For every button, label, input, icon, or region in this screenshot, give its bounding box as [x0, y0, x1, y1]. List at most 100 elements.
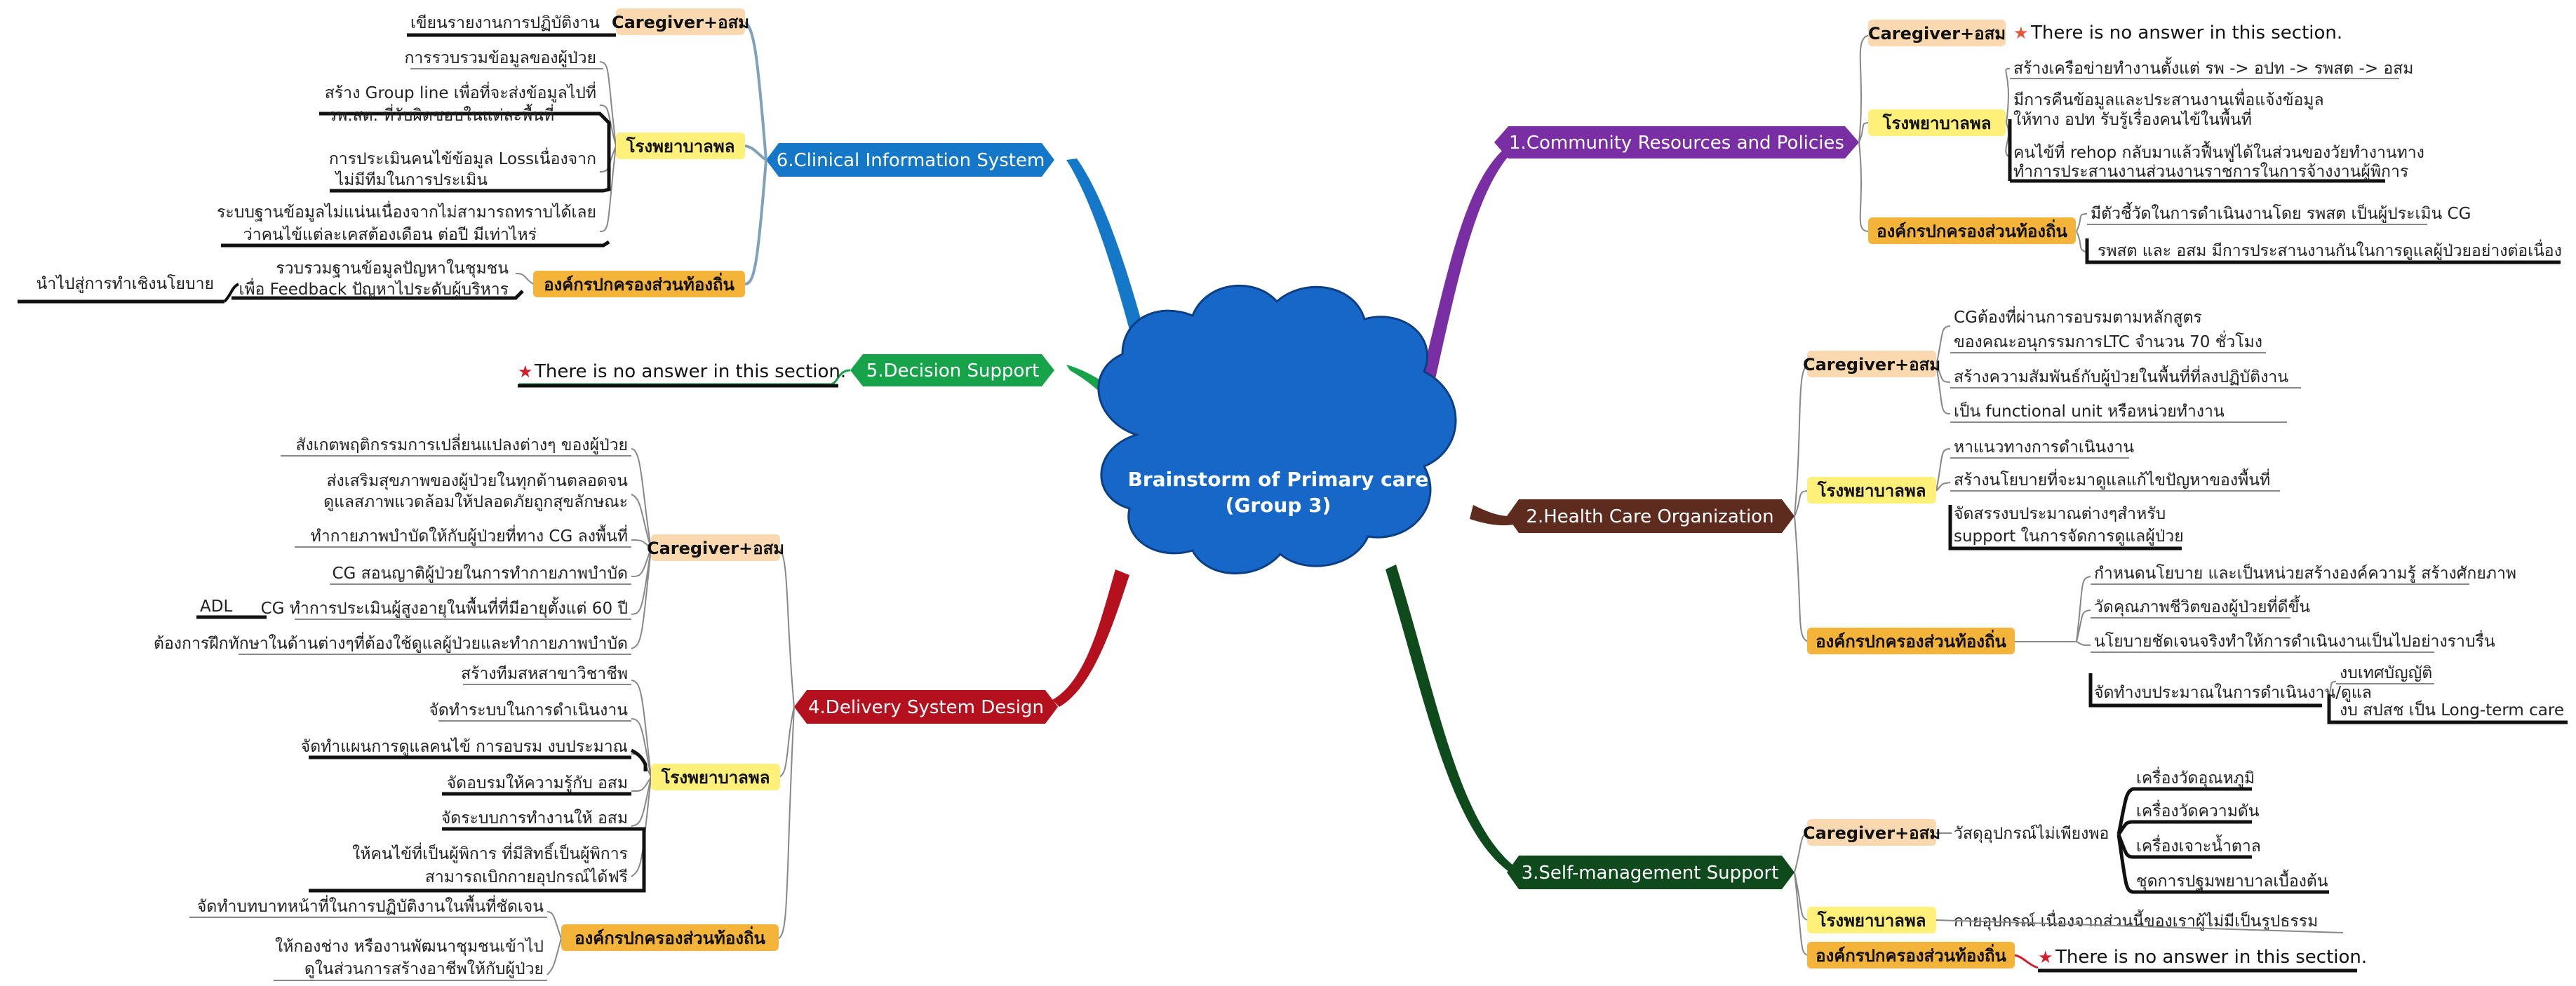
- branch-clinical-label: 6.Clinical Information System: [777, 150, 1045, 171]
- health-org-caregiver-item-1b: ของคณะอนุกรรมการLTC จำนวน 70 ชั่วโมง: [1954, 330, 2262, 351]
- clinical-hospital-item-4a: ระบบฐานข้อมูลไม่แน่นเนื่องจากไม่สามารถทร…: [217, 201, 596, 222]
- health-org-budget-item-1: งบเทศบัญญัติ: [2340, 664, 2432, 682]
- branch-health-org-label: 2.Health Care Organization: [1526, 506, 1773, 527]
- clinical-leaf-links: [515, 61, 617, 285]
- community-local-item-2: รพสต และ อสม มีการประสานงานกันในการดูแลผ…: [2098, 239, 2562, 260]
- clinical-hospital-item-3b: ไม่มีทีมในการประเมิน: [335, 170, 488, 189]
- clinical-caregiver-node[interactable]: Caregiver+อสม: [612, 8, 749, 35]
- self-mgmt-caregiver-label: Caregiver+อสม: [1803, 823, 1940, 843]
- community-caregiver-node[interactable]: Caregiver+อสม: [1868, 20, 2006, 46]
- delivery-caregiver-node[interactable]: Caregiver+อสม: [647, 534, 784, 561]
- center-title-line1: Brainstorm of Primary care: [1128, 468, 1429, 491]
- delivery-local-item-2b: ดูในส่วนการสร้างอาชีพให้กับผู้ป่วย: [304, 959, 544, 978]
- health-org-caregiver-label: Caregiver+อสม: [1803, 355, 1940, 374]
- self-mgmt-equipment-bracket: [2117, 787, 2329, 894]
- clinical-hospital-item-1: การรวบรวมข้อมูลของผู้ป่วย: [404, 49, 596, 67]
- self-mgmt-local-node[interactable]: องค์กรปกครองส่วนท้องถิ่น: [1807, 942, 2015, 968]
- self-mgmt-equipment-4: ชุดการปฐมพยาบาลเบื้องต้น: [2136, 870, 2328, 891]
- community-caregiver-label: Caregiver+อสม: [1868, 24, 2006, 43]
- clinical-local-label: องค์กรปกครองส่วนท้องถิ่น: [544, 272, 734, 295]
- decision-no-answer: There is no answer in this section.: [534, 361, 846, 382]
- delivery-caregiver-item-6: ต้องการฝึกทักษาในด้านต่างๆที่ต้องใช้ดูแล…: [154, 632, 628, 653]
- branch-self-mgmt-label: 3.Self-management Support: [1522, 863, 1779, 884]
- community-hospital-bracket: [2008, 119, 2385, 183]
- center-title-line2: (Group 3): [1226, 494, 1331, 517]
- community-links: [1858, 34, 2088, 253]
- health-org-hospital-node[interactable]: โรงพยาบาลพล: [1807, 477, 1936, 504]
- branch-decision[interactable]: 5.Decision Support: [850, 354, 1054, 386]
- self-mgmt-local-no-answer: There is no answer in this section.: [2055, 947, 2367, 968]
- community-local-label: องค์กรปกครองส่วนท้องถิ่น: [1877, 219, 2067, 241]
- clinical-hospital-item-2b: รพ.สต. ที่รับผิดชอบในแต่ละพื้นที่: [328, 104, 554, 125]
- health-org-local-item-2: วัดคุณภาพชีวิตของผู้ป่วยที่ดีขึ้น: [2094, 595, 2310, 616]
- clinical-local-item-1: รวบรวมฐานข้อมูลปัญหาในชุมชน: [276, 259, 509, 278]
- delivery-hospital-item-1: สร้างทีมสหสาขาวิชาชีพ: [461, 665, 628, 683]
- connector-health-org: [1470, 505, 1522, 526]
- clinical-local-item-2: เพื่อ Feedback ปัญหาไประดับผู้บริหาร: [239, 278, 509, 299]
- delivery-hospital-item-2: จัดทำระบบในการดำเนินงาน: [429, 701, 628, 720]
- delivery-caregiver-item-2a: ส่งเสริมสุขภาพของผู้ป่วยในทุกด้านตลอดจน: [326, 471, 628, 490]
- star-icon: ★: [518, 362, 533, 381]
- branch-community-label: 1.Community Resources and Policies: [1509, 133, 1844, 154]
- health-org-hospital-label: โรงพยาบาลพล: [1817, 480, 1926, 501]
- clinical-hospital-item-2a: สร้าง Group line เพื่อที่จะส่งข้อมูลไปที…: [325, 81, 596, 102]
- star-icon: ★: [2013, 23, 2029, 43]
- branch-decision-label: 5.Decision Support: [866, 360, 1040, 381]
- delivery-caregiver-item-3: ทำกายภาพบำบัดให้กับผู้ป่วยที่ทาง CG ลงพื…: [311, 525, 628, 546]
- delivery-caregiver-label: Caregiver+อสม: [647, 539, 784, 558]
- clinical-policy-item: นำไปสู่การทำเชิงนโยบาย: [36, 274, 214, 293]
- branch-delivery[interactable]: 4.Delivery System Design: [794, 690, 1058, 724]
- health-org-caregiver-item-1a: CGต้องที่ผ่านการอบรมตามหลักสูตร: [1954, 306, 2202, 327]
- community-hospital-item-2b: ให้ทาง อปท รับรู้เรื่องคนไข้ในพื้นที่: [2013, 108, 2252, 129]
- community-caregiver-no-answer: There is no answer in this section.: [2030, 22, 2342, 43]
- delivery-hospital-item-4: จัดอบรมให้ความรู้กับ อสม: [447, 774, 628, 792]
- center-topic[interactable]: Brainstorm of Primary care (Group 3): [1097, 284, 1457, 575]
- connector-delivery: [1052, 569, 1129, 707]
- delivery-adl-label: ADL: [200, 597, 232, 616]
- delivery-hospital-node[interactable]: โรงพยาบาลพล: [651, 764, 780, 790]
- self-mgmt-hospital-item: กายอุปกรณ์ เนื่องจากส่วนนี้ของเราผู้ไม่ม…: [1954, 910, 2318, 931]
- delivery-local-item-2a: ให้กองช่าง หรืองานพัฒนาชุมชนเข้าไป: [275, 937, 544, 956]
- branch-health-org[interactable]: 2.Health Care Organization: [1507, 499, 1795, 533]
- health-org-hospital-item-1: หาแนวทางการดำเนินงาน: [1954, 438, 2134, 457]
- clinical-hospital-item-3a: การประเมินคนไข้ข้อมูล Lossเนื่องจาก: [329, 147, 596, 168]
- delivery-local-node[interactable]: องค์กรปกครองส่วนท้องถิ่น: [561, 924, 779, 951]
- delivery-brackets: [196, 615, 648, 893]
- delivery-caregiver-item-1: สังเกตพฤติกรรมการเปลี่ยนแปลงต่างๆ ของผู้…: [296, 433, 629, 454]
- community-hospital-item-1: สร้างเครือข่ายทำงานตั้งแต่ รพ -> อปท -> …: [2013, 57, 2413, 78]
- self-mgmt-equipment-2: เครื่องวัดความดัน: [2136, 799, 2260, 820]
- branch-community[interactable]: 1.Community Resources and Policies: [1494, 126, 1859, 158]
- clinical-hospital-label: โรงพยาบาลพล: [626, 136, 735, 156]
- self-mgmt-links: [1794, 832, 1952, 956]
- health-org-caregiver-node[interactable]: Caregiver+อสม: [1803, 351, 1940, 377]
- clinical-brackets: [18, 112, 611, 304]
- delivery-hospital-item-3: จัดทำแผนการดูแลคนไข้ การอบรม งบประมาณ: [301, 737, 628, 756]
- health-org-local-label: องค์กรปกครองส่วนท้องถิ่น: [1816, 629, 2006, 651]
- delivery-hospital-item-6a: ให้คนไข้ที่เป็นผู้พิการ ที่มีสิทธิ์เป็นผ…: [352, 842, 628, 863]
- connector-self-mgmt: [1386, 565, 1519, 878]
- clinical-caregiver-item: เขียนรายงานการปฏิบัติงาน: [410, 14, 600, 32]
- community-local-node[interactable]: องค์กรปกครองส่วนท้องถิ่น: [1868, 217, 2076, 244]
- self-mgmt-caregiver-item: วัสดุอุปกรณ์ไม่เพียงพอ: [1954, 824, 2109, 843]
- health-org-caregiver-item-3: เป็น functional unit หรือหน่วยทำงาน: [1954, 400, 2225, 421]
- self-mgmt-equipment-3: เครื่องเจาะน้ำตาล: [2136, 835, 2261, 856]
- self-mgmt-hospital-node[interactable]: โรงพยาบาลพล: [1807, 907, 1936, 933]
- delivery-links: [546, 448, 795, 975]
- star-icon: ★: [2038, 947, 2053, 967]
- community-hospital-item-3b: ทำการประสานงานส่วนงานราชการในการจ้างงานผ…: [2013, 162, 2408, 181]
- clinical-hospital-node[interactable]: โรงพยาบาลพล: [616, 133, 745, 159]
- delivery-hospital-label: โรงพยาบาลพล: [661, 767, 770, 788]
- health-org-hospital-item-2: สร้างนโยบายที่จะมาดูแลแก้ไขปัญหาของพื้นท…: [1954, 468, 2270, 489]
- health-org-local-node[interactable]: องค์กรปกครองส่วนท้องถิ่น: [1807, 628, 2015, 654]
- health-org-caregiver-item-2: สร้างความสัมพันธ์กับผู้ป่วยในพื้นที่ที่ล…: [1954, 365, 2288, 386]
- branch-clinical[interactable]: 6.Clinical Information System: [766, 143, 1054, 177]
- delivery-caregiver-item-5: CG ทำการประเมินผู้สูงอายุในพื้นที่ที่มีอ…: [261, 597, 628, 618]
- delivery-local-label: องค์กรปกครองส่วนท้องถิ่น: [575, 926, 765, 948]
- self-mgmt-caregiver-node[interactable]: Caregiver+อสม: [1803, 819, 1940, 846]
- delivery-local-item-1: จัดทำบทบาทหน้าที่ในการปฏิบัติงานในพื้นที…: [197, 895, 544, 916]
- community-hospital-item-3a: คนไข้ที่ rehop กลับมาแล้วฟื้นฟูได้ในส่วน…: [2013, 141, 2424, 162]
- community-hospital-node[interactable]: โรงพยาบาลพล: [1868, 109, 2006, 136]
- clinical-local-node[interactable]: องค์กรปกครองส่วนท้องถิ่น: [533, 271, 745, 297]
- branch-self-mgmt[interactable]: 3.Self-management Support: [1507, 856, 1795, 889]
